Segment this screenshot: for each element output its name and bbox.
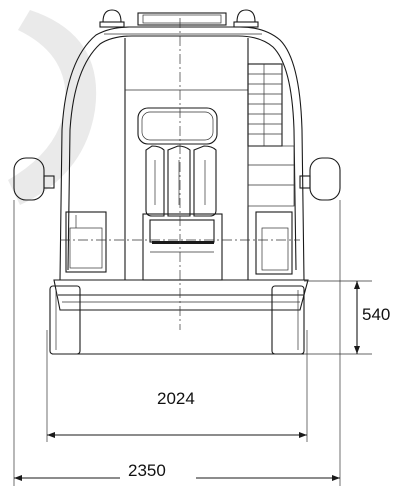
centre-console xyxy=(142,213,223,281)
side-storage xyxy=(65,211,293,275)
roof-lights xyxy=(99,9,259,28)
ladder-rack xyxy=(247,63,295,207)
watermark-swoosh xyxy=(8,10,97,205)
dim-floor-height-label: 540 xyxy=(362,305,390,324)
dim-overall-width xyxy=(13,200,341,486)
dim-overall-width-label: 2350 xyxy=(128,461,166,480)
wheels xyxy=(49,285,305,355)
dim-track-width xyxy=(46,330,308,442)
side-mirrors xyxy=(13,157,341,201)
rear-bumper xyxy=(53,279,309,311)
dim-track-width-label: 2024 xyxy=(157,389,195,408)
dim-floor-height xyxy=(304,280,372,355)
interior-seats xyxy=(145,145,217,217)
rear-window xyxy=(137,107,218,145)
